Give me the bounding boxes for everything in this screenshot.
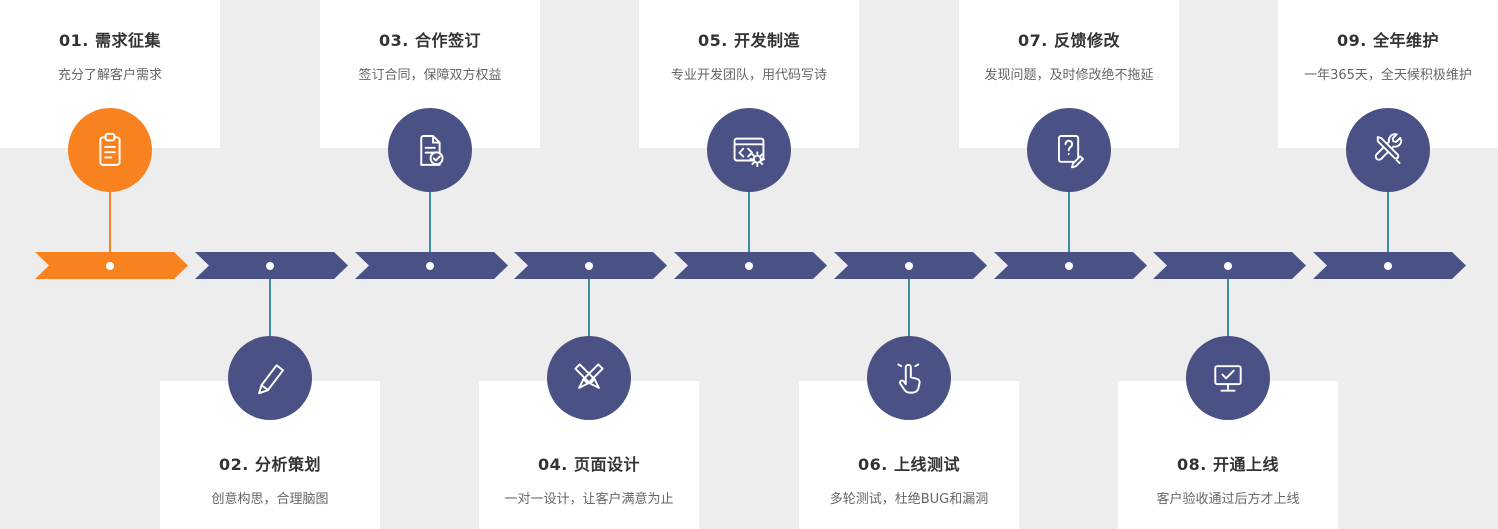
step-text-block: 05. 开发制造 专业开发团队，用代码写诗 — [619, 27, 879, 83]
step-subtitle: 多轮测试，杜绝BUG和漏洞 — [829, 492, 989, 507]
design-tools-icon — [574, 363, 604, 389]
step-text-block: 09. 全年维护 一年365天，全天候积极维护 — [1258, 27, 1498, 83]
connector-line — [109, 190, 111, 253]
step-subtitle: 充分了解客户需求 — [57, 68, 162, 83]
step-title: 07. 反馈修改 — [1018, 31, 1120, 50]
step-title: 06. 上线测试 — [858, 455, 960, 474]
timeline-dot — [1224, 261, 1232, 270]
connector-line — [908, 277, 910, 337]
step-subtitle: 一年365天，全天候积极维护 — [1304, 68, 1472, 83]
connector-line — [1227, 277, 1229, 337]
connector-line — [269, 277, 271, 337]
feedback-edit-icon — [1057, 135, 1084, 169]
step-subtitle: 发现问题，及时修改绝不拖延 — [984, 68, 1154, 83]
step-text-block: 01. 需求征集 充分了解客户需求 — [0, 27, 240, 83]
clipboard-icon — [99, 132, 121, 166]
step-icon-circle — [707, 108, 791, 192]
step-icon-circle — [867, 336, 951, 420]
maintenance-tools-icon — [1374, 133, 1403, 164]
touch-test-icon — [897, 363, 921, 394]
step-title: 02. 分析策划 — [219, 455, 321, 474]
monitor-check-icon — [1214, 365, 1242, 392]
step-text-block: 08. 开通上线 客户验收通过后方才上线 — [1098, 451, 1358, 507]
step-title: 05. 开发制造 — [698, 31, 800, 50]
code-window-icon — [733, 137, 766, 168]
timeline-dot — [426, 261, 434, 270]
step-subtitle: 一对一设计，让客户满意为止 — [504, 492, 674, 507]
step-title: 03. 合作签订 — [379, 31, 481, 50]
connector-line — [748, 190, 750, 253]
step-icon-circle — [1027, 108, 1111, 192]
step-title: 04. 页面设计 — [538, 455, 640, 474]
step-icon-circle — [547, 336, 631, 420]
timeline-dot — [1384, 261, 1392, 270]
step-text-block: 02. 分析策划 创意构思，合理脑图 — [140, 451, 400, 507]
timeline-dot — [266, 261, 274, 270]
connector-line — [588, 277, 590, 337]
step-subtitle: 客户验收通过后方才上线 — [1156, 492, 1300, 507]
step-title: 01. 需求征集 — [59, 31, 161, 50]
timeline-dot — [745, 261, 753, 270]
connector-line — [429, 190, 431, 253]
step-subtitle: 签订合同，保障双方权益 — [358, 68, 502, 83]
step-text-block: 06. 上线测试 多轮测试，杜绝BUG和漏洞 — [779, 451, 1039, 507]
connector-line — [1387, 190, 1389, 253]
step-icon-circle — [388, 108, 472, 192]
timeline-dot — [905, 261, 913, 270]
step-subtitle: 创意构思，合理脑图 — [211, 492, 329, 507]
step-text-block: 07. 反馈修改 发现问题，及时修改绝不拖延 — [939, 27, 1199, 83]
step-icon-circle — [68, 108, 152, 192]
connector-line — [1068, 190, 1070, 253]
timeline-dot — [1065, 261, 1073, 270]
step-text-block: 04. 页面设计 一对一设计，让客户满意为止 — [459, 451, 719, 507]
step-title: 08. 开通上线 — [1177, 455, 1279, 474]
step-icon-circle — [228, 336, 312, 420]
timeline-dot — [106, 261, 114, 270]
contract-check-icon — [420, 135, 444, 166]
step-icon-circle — [1186, 336, 1270, 420]
timeline-dot — [585, 261, 593, 270]
step-icon-circle — [1346, 108, 1430, 192]
pen-sketch-icon — [258, 364, 284, 395]
step-title: 09. 全年维护 — [1337, 31, 1439, 50]
step-text-block: 03. 合作签订 签订合同，保障双方权益 — [300, 27, 560, 83]
step-subtitle: 专业开发团队，用代码写诗 — [670, 68, 827, 83]
